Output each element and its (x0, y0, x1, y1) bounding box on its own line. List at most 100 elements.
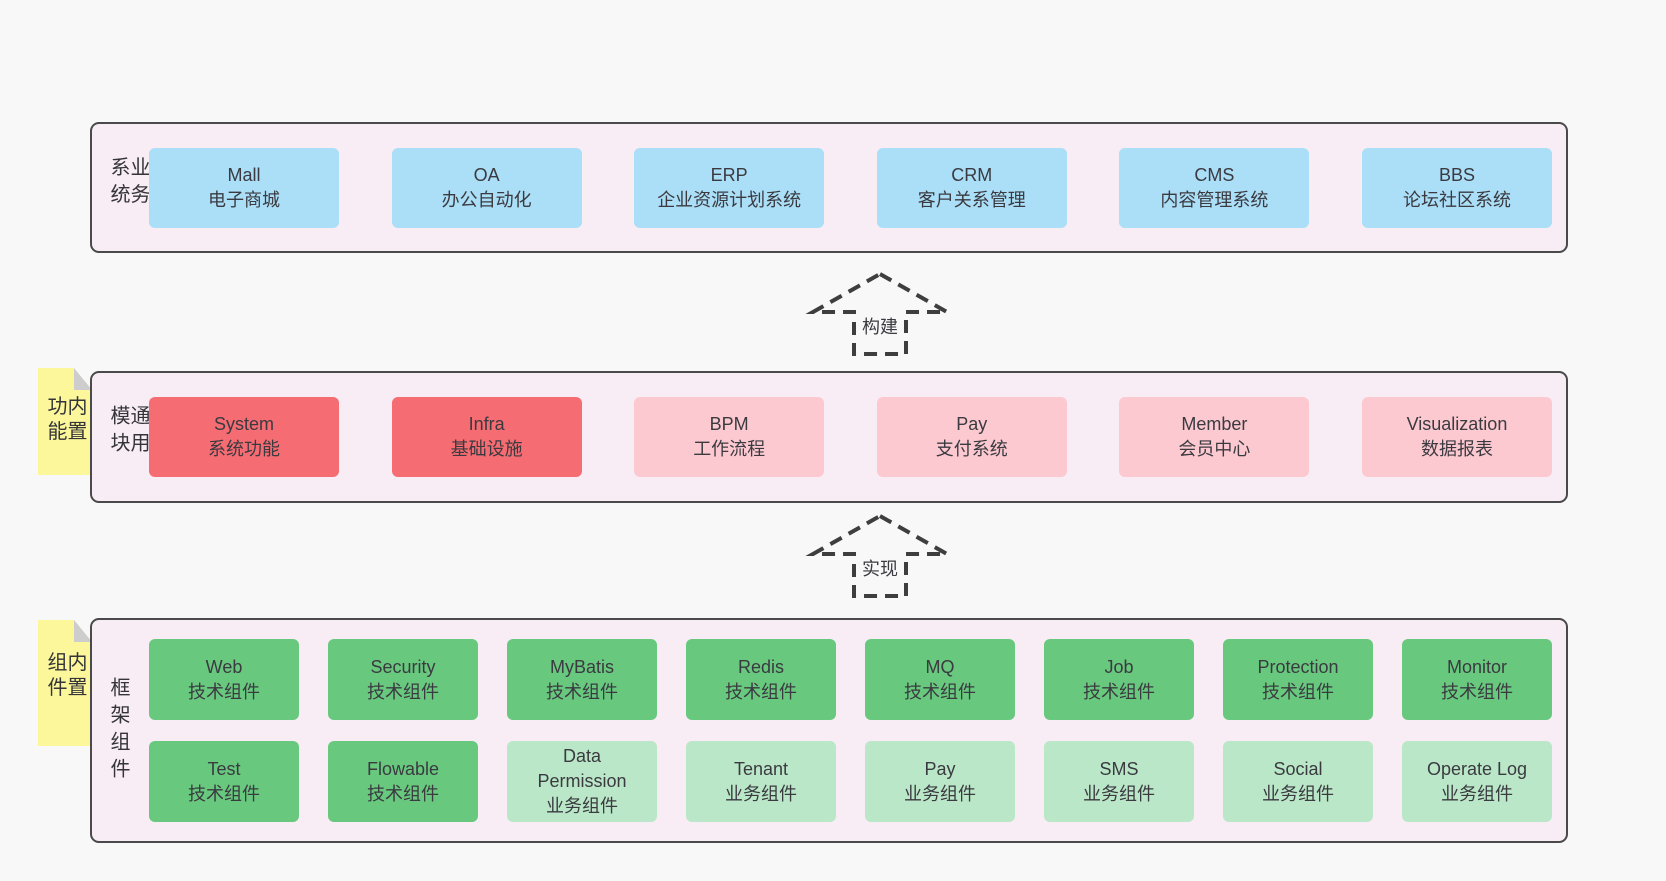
box-title: Pay (956, 414, 988, 434)
box-sms: SMS 业务组件 (1044, 741, 1194, 822)
box-subtitle: 支付系统 (935, 439, 1008, 459)
arrow-build-label: 构建 (805, 313, 955, 339)
box-subtitle: 技术组件 (725, 681, 797, 702)
box-pay-component: Pay 业务组件 (865, 741, 1015, 822)
box-subtitle: 业务组件 (1441, 783, 1513, 804)
box-title: Web (205, 656, 243, 677)
box-oa: OA 办公自动化 (391, 147, 582, 228)
box-subtitle: 技术组件 (367, 783, 439, 804)
box-bbs: BBS 论坛社区系统 (1361, 147, 1552, 228)
box-subtitle: 工作流程 (693, 439, 766, 459)
box-title: Test (207, 758, 241, 779)
section-framework-components: 框架组件 Web 技术组件 Security 技术组件 MyBatis 技术组件… (90, 618, 1568, 843)
box-system: System 系统功能 (149, 397, 339, 477)
box-crm: CRM 客户关系管理 (876, 147, 1067, 228)
arrow-build: 构建 (805, 271, 955, 357)
box-cms: CMS 内容管理系统 (1119, 147, 1310, 228)
box-infra: Infra 基础设施 (391, 397, 582, 477)
box-redis: Redis 技术组件 (686, 639, 836, 720)
box-title: SMS (1099, 758, 1139, 779)
box-title: Monitor (1446, 656, 1508, 677)
box-title: CMS (1194, 164, 1235, 185)
box-subtitle: 论坛社区系统 (1402, 189, 1511, 210)
box-subtitle: 业务组件 (1083, 783, 1155, 804)
box-subtitle: 企业资源计划系统 (657, 189, 802, 210)
common-modules-row: System 系统功能 Infra 基础设施 BPM 工作流程 Pay 支付系统… (149, 397, 1552, 477)
tech-components-row: Web 技术组件 Security 技术组件 MyBatis 技术组件 Redi… (149, 639, 1552, 720)
box-title: Operate Log (1426, 758, 1528, 779)
box-visualization: Visualization 数据报表 (1361, 397, 1552, 477)
framework-components-grid: Web 技术组件 Security 技术组件 MyBatis 技术组件 Redi… (149, 639, 1552, 822)
box-monitor: Monitor 技术组件 (1402, 639, 1552, 720)
box-title: Visualization (1406, 414, 1508, 434)
box-subtitle: 技术组件 (367, 681, 439, 702)
box-title: Pay (924, 758, 956, 779)
box-title: MyBatis (549, 656, 614, 677)
box-tenant: Tenant 业务组件 (686, 741, 836, 822)
box-subtitle: 业务组件 (725, 783, 797, 804)
box-title: Social (1273, 758, 1323, 779)
box-title: Redis (737, 656, 785, 677)
box-subtitle: 技术组件 (1262, 681, 1334, 702)
box-title: Tenant (733, 758, 789, 779)
box-erp: ERP 企业资源计划系统 (634, 147, 825, 228)
section-label-business-systems: 业务系统 (107, 155, 149, 210)
section-label-framework-components: 框架组件 (107, 676, 129, 785)
box-subtitle: 技术组件 (1441, 681, 1513, 702)
box-title: Data Permission (537, 746, 627, 791)
box-subtitle: 业务组件 (546, 796, 618, 816)
box-data-permission: Data Permission 业务组件 (507, 741, 657, 822)
sticky-tab-label: 内置功能 (44, 394, 86, 445)
box-mybatis: MyBatis 技术组件 (507, 639, 657, 720)
arrow-implement-label: 实现 (805, 555, 955, 581)
box-member: Member 会员中心 (1119, 397, 1310, 477)
box-subtitle: 数据报表 (1420, 439, 1493, 459)
box-social: Social 业务组件 (1223, 741, 1373, 822)
box-title: OA (473, 164, 500, 185)
box-subtitle: 业务组件 (1262, 783, 1334, 804)
box-subtitle: 技术组件 (1083, 681, 1155, 702)
box-title: System (213, 414, 274, 434)
box-web: Web 技术组件 (149, 639, 299, 720)
box-title: Infra (468, 414, 505, 434)
box-title: Member (1181, 414, 1248, 434)
box-subtitle: 技术组件 (188, 681, 260, 702)
box-test: Test 技术组件 (149, 741, 299, 822)
box-subtitle: 客户关系管理 (917, 189, 1026, 210)
sticky-tab-label: 内置组件 (44, 651, 86, 702)
box-protection: Protection 技术组件 (1223, 639, 1373, 720)
box-title: BPM (709, 414, 749, 434)
box-subtitle: 电子商城 (208, 189, 280, 210)
box-subtitle: 技术组件 (188, 783, 260, 804)
box-security: Security 技术组件 (328, 639, 478, 720)
box-title: ERP (710, 164, 748, 185)
box-subtitle: 办公自动化 (441, 189, 532, 210)
box-subtitle: 业务组件 (904, 783, 976, 804)
box-subtitle: 内容管理系统 (1160, 189, 1269, 210)
box-pay-module: Pay 支付系统 (876, 397, 1067, 477)
box-title: Security (370, 656, 436, 677)
box-title: Flowable (366, 758, 440, 779)
box-subtitle: 会员中心 (1178, 439, 1251, 459)
box-subtitle: 技术组件 (546, 681, 618, 702)
box-title: Job (1104, 656, 1134, 677)
box-title: BBS (1438, 164, 1475, 185)
box-mall: Mall 电子商城 (149, 147, 339, 228)
business-systems-row: Mall 电子商城 OA 办公自动化 ERP 企业资源计划系统 CRM 客户关系… (149, 147, 1552, 228)
section-label-common-modules: 通用模块 (107, 405, 149, 459)
box-subtitle: 基础设施 (450, 439, 523, 459)
box-title: Mall (227, 164, 261, 185)
arrow-implement: 实现 (805, 513, 955, 599)
box-operate-log: Operate Log 业务组件 (1402, 741, 1552, 822)
box-subtitle: 技术组件 (904, 681, 976, 702)
box-subtitle: 系统功能 (208, 439, 280, 459)
box-job: Job 技术组件 (1044, 639, 1194, 720)
box-bpm: BPM 工作流程 (634, 397, 825, 477)
box-title: CRM (951, 164, 993, 185)
box-mq: MQ 技术组件 (865, 639, 1015, 720)
box-flowable: Flowable 技术组件 (328, 741, 478, 822)
section-business-systems: 业务系统 Mall 电子商城 OA 办公自动化 ERP 企业资源计划系统 CRM… (90, 122, 1568, 253)
biz-components-row: Test 技术组件 Flowable 技术组件 Data Permission … (149, 741, 1552, 822)
box-title: MQ (925, 656, 955, 677)
